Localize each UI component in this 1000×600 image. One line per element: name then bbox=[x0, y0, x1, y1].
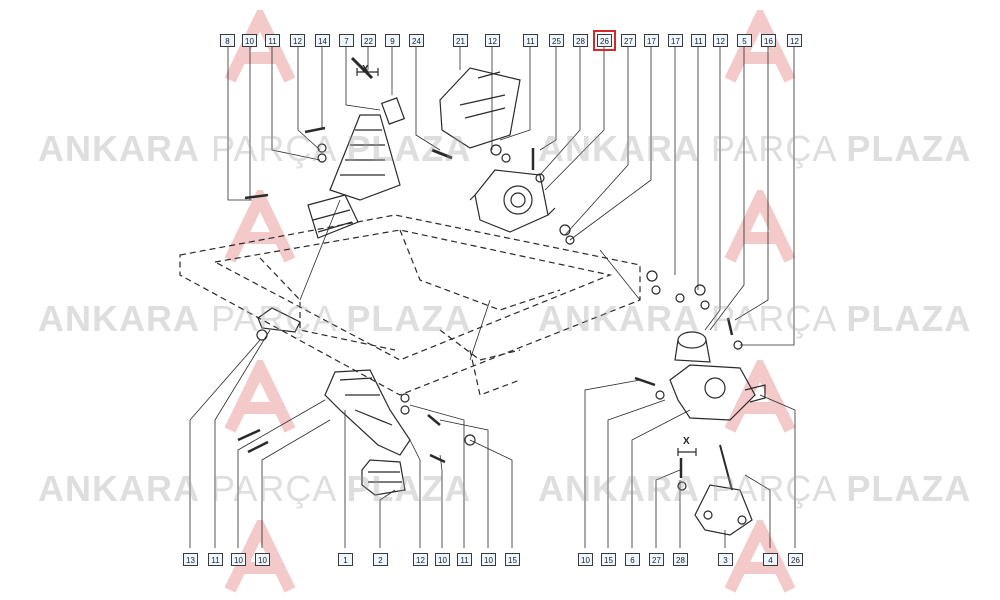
callout-bottom[interactable]: 12 bbox=[413, 553, 428, 566]
callout-bottom[interactable]: 10 bbox=[435, 553, 450, 566]
callout-top[interactable]: 14 bbox=[315, 34, 330, 47]
callout-top[interactable]: 27 bbox=[621, 34, 636, 47]
callout-bottom[interactable]: 11 bbox=[208, 553, 223, 566]
left-small-bracket bbox=[257, 307, 301, 333]
callout-bottom[interactable]: 10 bbox=[578, 553, 593, 566]
left-upper-mount bbox=[307, 114, 401, 239]
callout-top[interactable]: 16 bbox=[761, 34, 776, 47]
callout-top[interactable]: 22 bbox=[361, 34, 376, 47]
upper-right-mount bbox=[469, 169, 556, 233]
callout-top[interactable]: 12 bbox=[485, 34, 500, 47]
callout-bottom[interactable]: 11 bbox=[457, 553, 472, 566]
callout-top-highlighted[interactable]: 26 bbox=[593, 30, 616, 51]
callout-bottom[interactable]: 27 bbox=[649, 553, 664, 566]
callout-top[interactable]: 28 bbox=[573, 34, 588, 47]
dimension-label: X bbox=[683, 436, 690, 447]
subframe bbox=[179, 214, 641, 396]
callout-top[interactable]: 21 bbox=[453, 34, 468, 47]
callout-top[interactable]: 7 bbox=[339, 34, 354, 47]
callout-bottom[interactable]: 10 bbox=[255, 553, 270, 566]
callout-bottom[interactable]: 6 bbox=[625, 553, 640, 566]
callout-top[interactable]: 10 bbox=[242, 34, 257, 47]
callout-top[interactable]: 5 bbox=[737, 34, 752, 47]
callout-bottom[interactable]: 10 bbox=[231, 553, 246, 566]
leader-lines bbox=[189, 46, 796, 548]
lower-mount bbox=[361, 459, 406, 496]
callout-top[interactable]: 11 bbox=[523, 34, 538, 47]
callout-bottom[interactable]: 2 bbox=[373, 553, 388, 566]
callout-top[interactable]: 12 bbox=[713, 34, 728, 47]
fasteners bbox=[237, 126, 743, 491]
callout-bottom[interactable]: 15 bbox=[505, 553, 520, 566]
right-engine-mount bbox=[669, 331, 766, 421]
callout-top[interactable]: 17 bbox=[668, 34, 683, 47]
callout-bottom[interactable]: 26 bbox=[788, 553, 803, 566]
callout-top[interactable]: 24 bbox=[409, 34, 424, 47]
callout-top[interactable]: 11 bbox=[691, 34, 706, 47]
callout-top[interactable]: 12 bbox=[290, 34, 305, 47]
callout-bottom[interactable]: 15 bbox=[601, 553, 616, 566]
lower-right-bracket bbox=[694, 484, 753, 536]
callout-top[interactable]: 8 bbox=[220, 34, 235, 47]
callout-top[interactable]: 17 bbox=[644, 34, 659, 47]
upper-bolt-bush bbox=[350, 56, 406, 125]
callout-top[interactable]: 25 bbox=[549, 34, 564, 47]
dimension-label: X bbox=[362, 64, 369, 75]
callout-bottom[interactable]: 3 bbox=[718, 553, 733, 566]
upper-middle-bracket bbox=[439, 67, 521, 149]
callout-bottom[interactable]: 4 bbox=[763, 553, 778, 566]
callout-bottom[interactable]: 10 bbox=[481, 553, 496, 566]
callout-bottom[interactable]: 1 bbox=[338, 553, 353, 566]
callout-top[interactable]: 9 bbox=[385, 34, 400, 47]
callout-top[interactable]: 12 bbox=[787, 34, 802, 47]
callout-top[interactable]: 11 bbox=[265, 34, 280, 47]
callout-bottom[interactable]: 13 bbox=[183, 553, 198, 566]
callout-bottom[interactable]: 28 bbox=[673, 553, 688, 566]
lower-left-bracket bbox=[324, 369, 411, 456]
